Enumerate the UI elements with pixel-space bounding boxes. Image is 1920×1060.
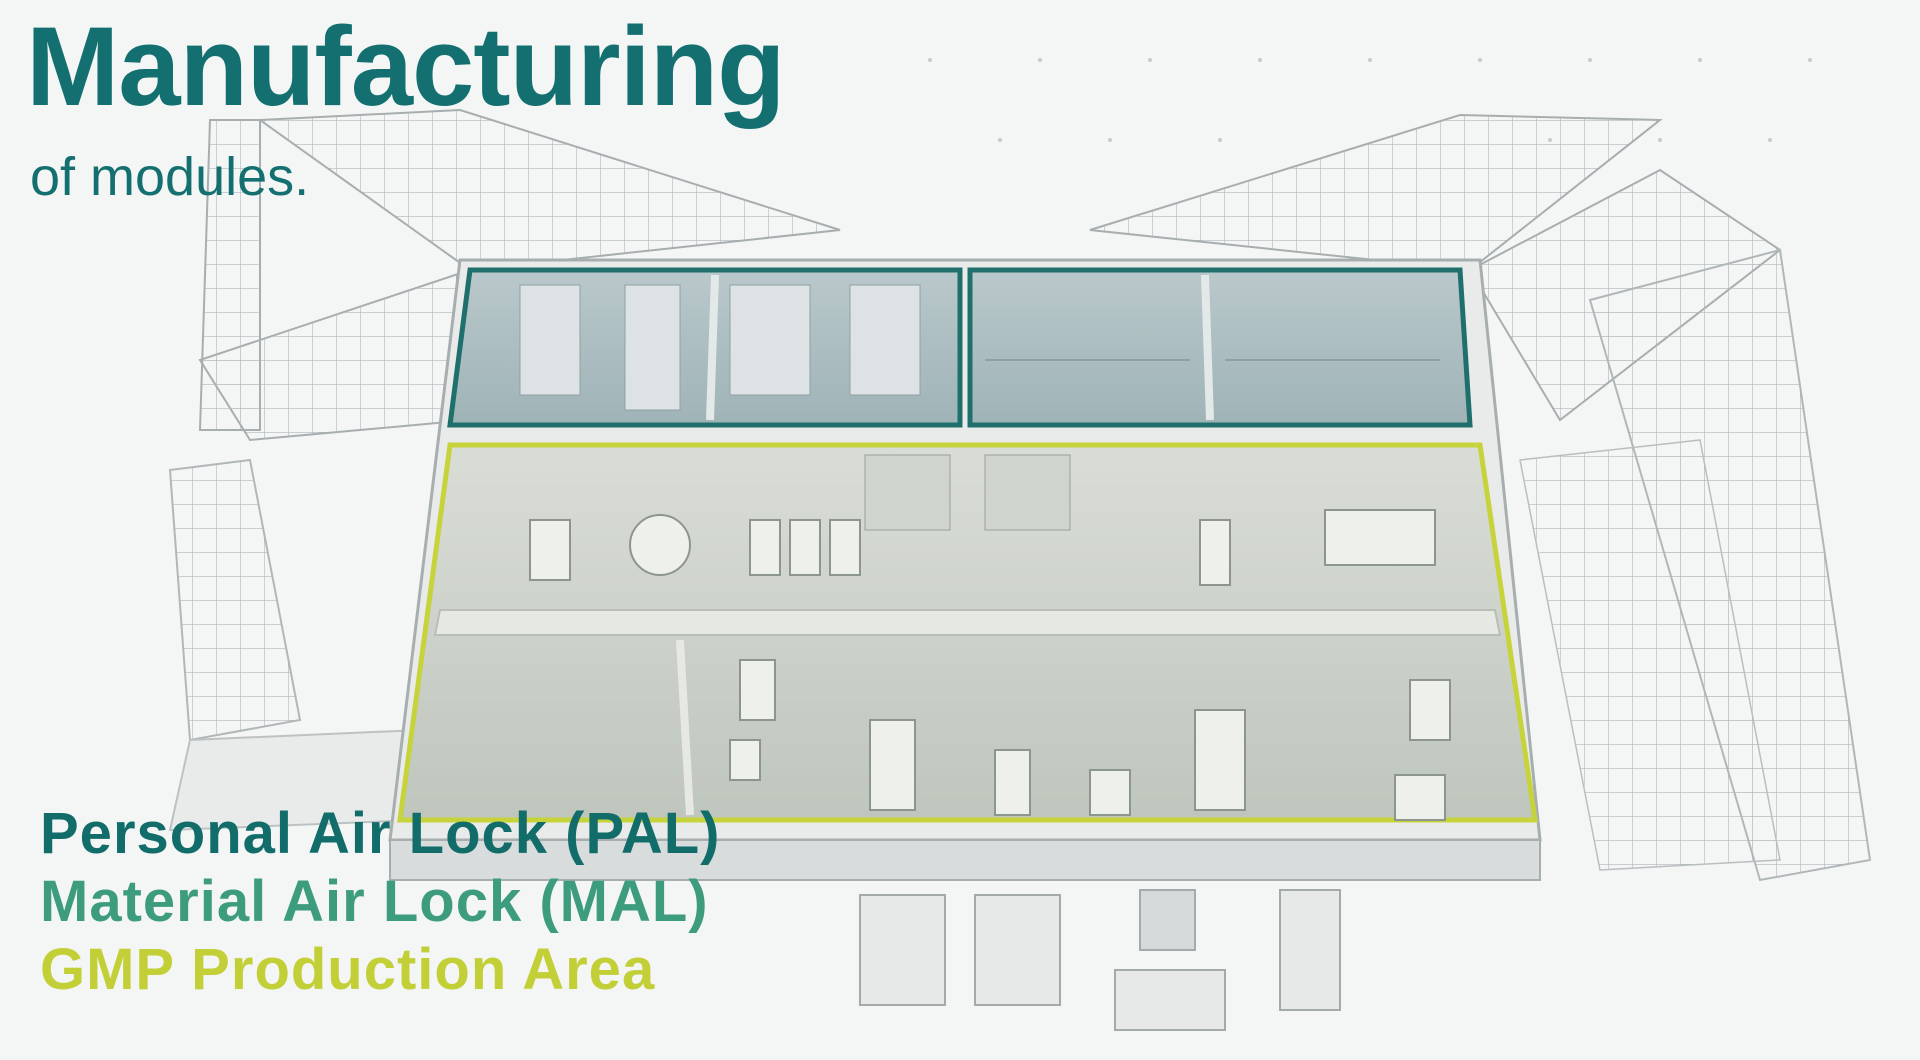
gmp-zone <box>397 442 1538 823</box>
pal-zone <box>447 267 1473 428</box>
left-stair-icon <box>168 108 841 832</box>
background-dots <box>928 58 1812 142</box>
hvac-unit-icon <box>859 889 1341 1031</box>
page-title: Manufacturing <box>26 4 786 129</box>
zone-legend: Personal Air Lock (PAL) Material Air Loc… <box>40 800 720 1004</box>
legend-item-mal: Material Air Lock (MAL) <box>40 869 709 934</box>
page-subtitle: of modules. <box>30 147 310 207</box>
legend-item-gmp: GMP Production Area <box>40 937 656 1002</box>
right-stair-icon <box>1089 113 1872 882</box>
cleanroom-equipment-icon <box>529 509 1451 821</box>
legend-item-pal: Personal Air Lock (PAL) <box>40 801 721 866</box>
